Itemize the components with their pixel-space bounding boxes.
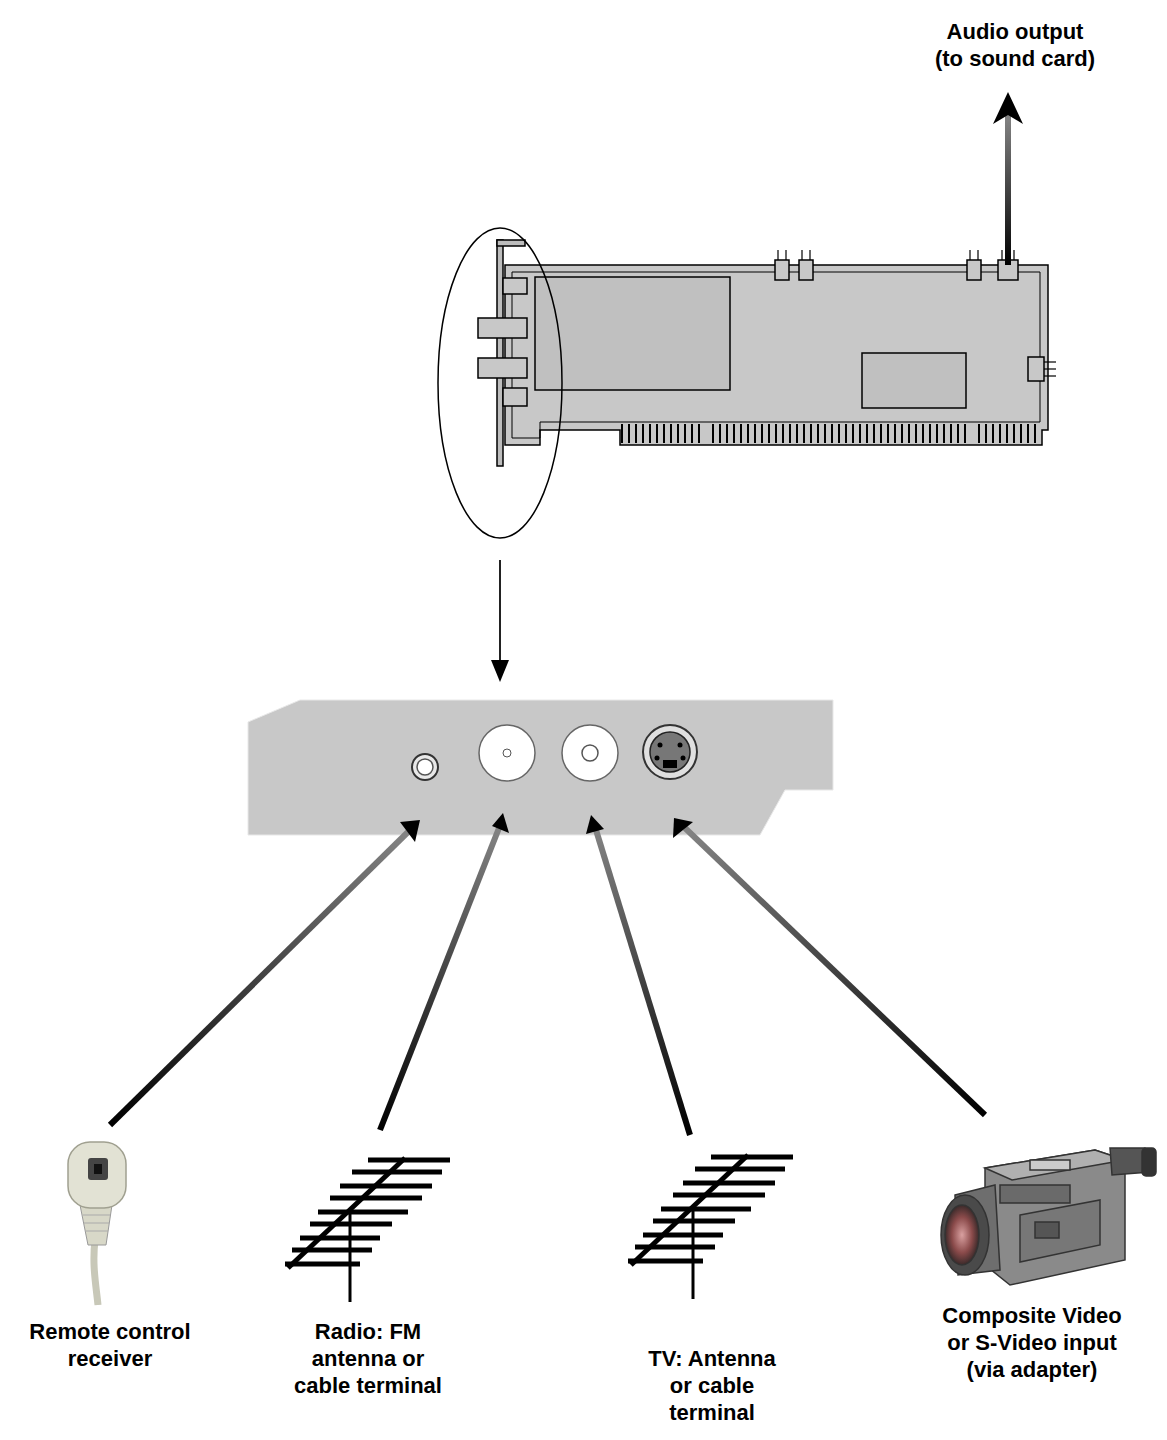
label-text: Composite Video or S-Video input (via ad… [935,1302,1130,1383]
label-text: Radio: FM antenna or cable terminal [291,1318,446,1399]
label-text: TV: Antenna or cable terminal [645,1345,780,1426]
label-text: Audio output (to sound card) [933,18,1098,72]
label-text: Remote control receiver [23,1318,198,1372]
